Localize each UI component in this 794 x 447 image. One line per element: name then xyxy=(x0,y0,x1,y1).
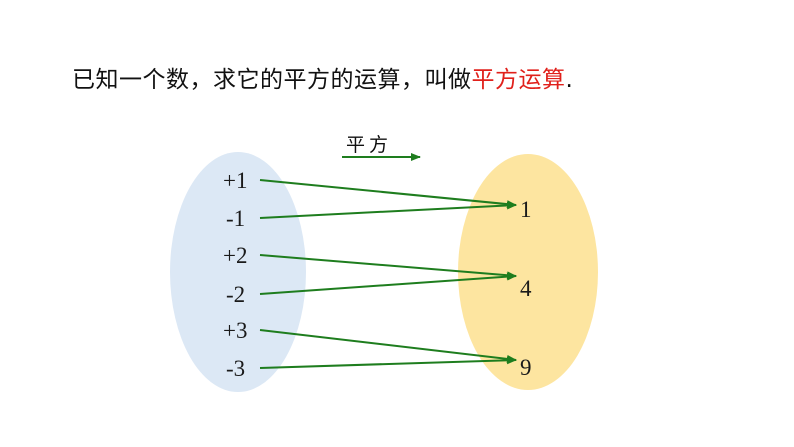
mapping-arrow xyxy=(259,272,517,295)
domain-value: -3 xyxy=(226,356,246,381)
definition-highlight: 平方运算 xyxy=(471,67,566,93)
definition-text: 已知一个数，求它的平方的运算，叫做平方运算. xyxy=(72,60,573,94)
mapping-arrow xyxy=(259,179,517,209)
arrow-label: 平方 xyxy=(346,134,393,156)
domain-value: -2 xyxy=(226,282,246,307)
mapping-arrow xyxy=(259,254,517,280)
range-value: 4 xyxy=(520,276,532,301)
range-value: 1 xyxy=(520,197,532,222)
domain-value: +2 xyxy=(223,243,248,268)
domain-value: +3 xyxy=(223,318,248,343)
domain-value: +1 xyxy=(223,168,248,193)
definition-prefix: 已知一个数，求它的平方的运算，叫做 xyxy=(72,67,472,93)
domain-value: -1 xyxy=(226,206,246,231)
definition-suffix: . xyxy=(565,67,574,93)
range-value: 9 xyxy=(520,355,532,380)
mapping-arrows xyxy=(259,179,517,369)
range-ellipse xyxy=(458,154,598,390)
mapping-arrow xyxy=(259,329,517,363)
mapping-arrow xyxy=(259,356,517,369)
mapping-arrow xyxy=(259,201,517,219)
